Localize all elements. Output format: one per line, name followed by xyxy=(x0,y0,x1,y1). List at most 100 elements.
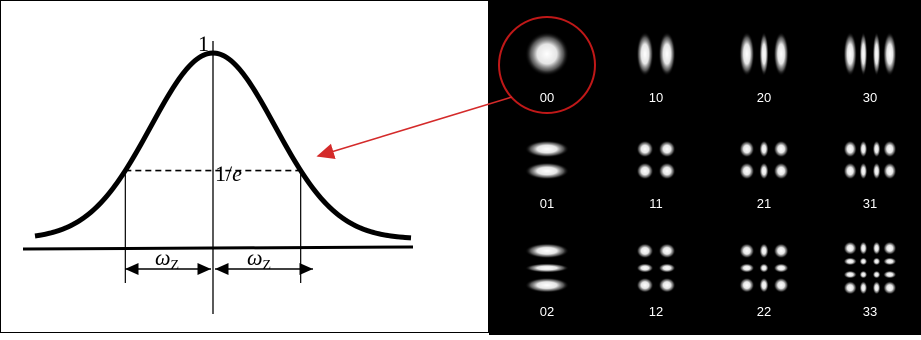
gaussian-curve xyxy=(34,50,412,241)
mode-lobe xyxy=(883,281,897,295)
mode-label-33: 33 xyxy=(863,304,877,319)
mode-grid: 00 10 20 30 01 11 21 31 02 12 22 33 xyxy=(498,16,897,319)
mode-lobe xyxy=(525,162,569,180)
mode-lobe xyxy=(525,277,569,293)
mode-lobe xyxy=(859,257,868,266)
mode-label-01: 01 xyxy=(540,196,554,211)
mode-pattern-20 xyxy=(739,32,789,76)
mode-label-22: 22 xyxy=(757,304,771,319)
mode-lobe xyxy=(525,243,569,259)
mode-lobe xyxy=(773,263,789,273)
mode-lobe xyxy=(843,281,857,295)
mode-pattern-21 xyxy=(739,140,789,180)
mode-lobe xyxy=(883,241,897,255)
mode-pattern-30 xyxy=(843,32,897,76)
mode-lobe xyxy=(872,281,881,295)
mode-lobe xyxy=(872,162,881,180)
mode-pattern-11 xyxy=(636,140,676,180)
mode-lobe xyxy=(872,270,881,279)
mode-label-31: 31 xyxy=(863,196,877,211)
mode-lobe xyxy=(739,243,755,259)
mode-lobe xyxy=(859,32,868,76)
mode-lobe xyxy=(739,277,755,293)
mode-lobe xyxy=(883,140,897,158)
mode-pattern-00 xyxy=(525,32,569,76)
baseline xyxy=(22,245,414,251)
mode-lobe xyxy=(773,32,789,76)
mode-pattern-02 xyxy=(525,243,569,293)
mode-label-30: 30 xyxy=(863,90,877,105)
mode-lobe xyxy=(872,140,881,158)
mode-lobe xyxy=(759,140,769,158)
mode-lobe xyxy=(525,140,569,158)
mode-lobe xyxy=(843,257,857,266)
mode-label-00: 00 xyxy=(540,90,554,105)
mode-lobe xyxy=(773,140,789,158)
mode-lobe xyxy=(759,263,769,273)
mode-lobe xyxy=(843,140,857,158)
mode-lobe xyxy=(658,140,676,158)
mode-lobe xyxy=(658,162,676,180)
mode-lobe xyxy=(859,140,868,158)
gaussian-profile-plot: 1 1/e ωZ ωZ xyxy=(22,31,414,314)
width-label-right: ωZ xyxy=(247,245,271,273)
mode-lobe xyxy=(872,32,881,76)
mode-label-20: 20 xyxy=(757,90,771,105)
highlight-circle xyxy=(498,16,596,114)
mode-lobe xyxy=(843,162,857,180)
mode-lobe xyxy=(773,277,789,293)
mode-label-02: 02 xyxy=(540,304,554,319)
mode-lobe xyxy=(843,241,857,255)
mode-lobe xyxy=(658,32,676,76)
mode-lobe xyxy=(859,281,868,295)
mode-lobe xyxy=(883,162,897,180)
mode-lobe xyxy=(759,32,769,76)
mode-lobe xyxy=(759,243,769,259)
mode-lobe xyxy=(773,243,789,259)
mode-pattern-01 xyxy=(525,140,569,180)
mode-lobe xyxy=(739,162,755,180)
mode-lobe xyxy=(525,32,569,76)
mode-lobe xyxy=(658,277,676,293)
mode-pattern-22 xyxy=(739,243,789,293)
mode-lobe xyxy=(636,32,654,76)
mode-lobe xyxy=(859,162,868,180)
mode-pattern-33 xyxy=(843,241,897,295)
width-label-left: ωZ xyxy=(155,245,179,273)
mode-lobe xyxy=(843,270,857,279)
mode-lobe xyxy=(739,32,755,76)
mode-lobe xyxy=(525,263,569,273)
mode-pattern-10 xyxy=(636,32,676,76)
mode-lobe xyxy=(773,162,789,180)
peak-label: 1 xyxy=(198,31,209,56)
mode-lobe xyxy=(658,243,676,259)
mode-lobe xyxy=(739,263,755,273)
mode-label-10: 10 xyxy=(649,90,663,105)
mode-lobe xyxy=(843,32,857,76)
gaussian-profile-panel: 1 1/e ωZ ωZ xyxy=(0,0,489,333)
mode-pattern-12 xyxy=(636,243,676,293)
mode-lobe xyxy=(636,162,654,180)
mode-lobe xyxy=(872,257,881,266)
mode-lobe xyxy=(636,263,654,273)
mode-lobe xyxy=(859,241,868,255)
mode-lobe xyxy=(658,263,676,273)
mode-lobe xyxy=(883,32,897,76)
mode-lobe xyxy=(636,140,654,158)
mode-label-21: 21 xyxy=(757,196,771,211)
threshold-label: 1/e xyxy=(215,161,242,186)
mode-lobe xyxy=(759,277,769,293)
mode-lobe xyxy=(883,270,897,279)
mode-lobe xyxy=(636,243,654,259)
mode-label-11: 11 xyxy=(649,196,663,211)
mode-label-12: 12 xyxy=(649,304,663,319)
mode-lobe xyxy=(859,270,868,279)
mode-lobe xyxy=(636,277,654,293)
hermite-gaussian-modes-panel: 00 10 20 30 01 11 21 31 02 12 22 33 xyxy=(489,0,921,335)
mode-lobe xyxy=(759,162,769,180)
mode-lobe xyxy=(872,241,881,255)
mode-lobe xyxy=(739,140,755,158)
mode-lobe xyxy=(883,257,897,266)
mode-pattern-31 xyxy=(843,140,897,180)
